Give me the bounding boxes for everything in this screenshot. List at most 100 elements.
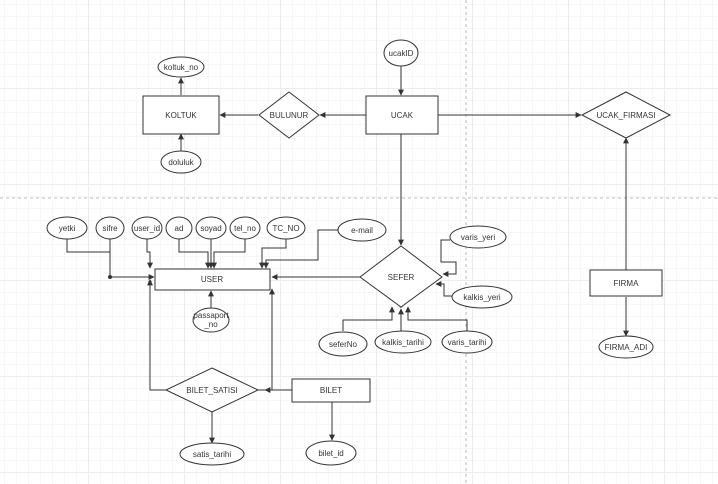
attribute-varis-tarihi-label: varis_tarihi (448, 338, 487, 347)
attribute-email-label: e-mail (351, 226, 373, 235)
attribute-passaport-no-ellipse[interactable] (192, 307, 230, 333)
attribute-varis-yeri[interactable]: varis_yeri (449, 225, 507, 249)
attribute-sefer-no-ellipse[interactable] (318, 331, 368, 357)
relationship-ucak-firmasi-label: UCAK_FIRMASI (596, 111, 655, 120)
attribute-varis-tarihi[interactable]: varis_tarihi (441, 330, 493, 354)
entity-ucak[interactable]: UCAK (365, 95, 439, 135)
edge-email-user (263, 229, 338, 269)
junction-dot (108, 275, 112, 279)
attribute-user-id[interactable]: user_id (131, 216, 163, 240)
attribute-varis-tarihi-ellipse[interactable] (441, 330, 493, 354)
attribute-sefer-no-label: seferNo (329, 340, 358, 349)
attribute-kalkis-tarihi-ellipse[interactable] (374, 330, 432, 354)
entity-bilet-label: BILET (320, 386, 342, 395)
attribute-koltuk-no-ellipse[interactable] (157, 56, 205, 78)
edge-tc-no-user (259, 239, 287, 269)
relationship-bulunur-diamond[interactable] (258, 91, 320, 139)
attribute-email[interactable]: e-mail (337, 218, 387, 242)
attribute-ucakid[interactable]: ucakID (383, 39, 419, 67)
entity-bilet-box[interactable] (291, 378, 371, 403)
attribute-tc-no[interactable]: TC_NO (266, 216, 306, 240)
relationship-sefer-label: SEFER (388, 273, 415, 282)
attribute-varis-yeri-ellipse[interactable] (449, 225, 507, 249)
attribute-kalkis-tarihi[interactable]: kalkis_tarihi (374, 330, 432, 354)
edge-ad-user (178, 239, 211, 269)
attribute-satis-tarihi-ellipse[interactable] (179, 442, 245, 466)
entity-firma-label: FIRMA (614, 279, 640, 288)
attribute-sefer-no[interactable]: seferNo (318, 331, 368, 357)
attribute-ucakid-ellipse[interactable] (383, 39, 419, 67)
relationship-bulunur[interactable]: BULUNUR (258, 91, 320, 139)
attribute-tc-no-ellipse[interactable] (266, 216, 306, 240)
relationship-sefer-diamond[interactable] (359, 245, 443, 308)
edge-varis-tarihi-sefer (405, 306, 468, 332)
attribute-soyad-ellipse[interactable] (195, 216, 227, 240)
attribute-varis-yeri-label: varis_yeri (461, 233, 495, 242)
attribute-firma-adi[interactable]: FIRMA_ADI (598, 335, 654, 359)
entity-koltuk[interactable]: KOLTUK (142, 95, 220, 135)
edge-seferno-sefer (342, 306, 395, 331)
attribute-user-id-ellipse[interactable] (131, 216, 163, 240)
attribute-doluluk[interactable]: doluluk (160, 150, 202, 174)
attribute-yetki-label: yetki (59, 224, 76, 233)
attribute-tc-no-label: TC_NO (272, 224, 299, 233)
attribute-sifre[interactable]: sifre (95, 216, 125, 240)
attribute-sifre-label: sifre (102, 224, 118, 233)
entity-bilet[interactable]: BILET (291, 378, 371, 403)
entity-user-label: USER (201, 275, 223, 284)
attribute-doluluk-label: doluluk (168, 158, 194, 167)
attribute-bilet-id[interactable]: bilet_id (305, 440, 357, 466)
attribute-firma-adi-ellipse[interactable] (598, 335, 654, 359)
attribute-tel-no[interactable]: tel_no (229, 216, 261, 240)
attribute-kalkis-yeri-ellipse[interactable] (451, 285, 513, 309)
edge-bilet-satisi-user-right (258, 288, 275, 391)
attribute-koltuk-no[interactable]: koltuk_no (157, 56, 205, 78)
attribute-bilet-id-label: bilet_id (318, 449, 343, 458)
junction-dot (148, 280, 152, 284)
attribute-tel-no-label: tel_no (234, 224, 256, 233)
entity-ucak-box[interactable] (365, 95, 439, 135)
attribute-sifre-ellipse[interactable] (95, 216, 125, 240)
relationship-bilet-satisi[interactable]: BILET_SATISI (164, 367, 260, 413)
attribute-satis-tarihi-label: satis_tarihi (193, 450, 231, 459)
attribute-ad-ellipse[interactable] (165, 216, 193, 240)
entity-firma[interactable]: FIRMA (589, 269, 663, 297)
attribute-kalkis-yeri-label: kalkis_yeri (463, 293, 501, 302)
relationship-bilet-satisi-label: BILET_SATISI (186, 386, 237, 395)
edge-yetki-user (66, 239, 111, 277)
attribute-passaport-no-label-line2: _no (203, 320, 218, 329)
attribute-yetki[interactable]: yetki (46, 216, 88, 240)
relationship-bilet-satisi-diamond[interactable] (164, 367, 260, 413)
attribute-passaport-no[interactable]: passaport _no (192, 307, 230, 333)
attribute-kalkis-tarihi-label: kalkis_tarihi (382, 338, 424, 347)
relationship-sefer[interactable]: SEFER (359, 245, 443, 308)
attribute-ad-label: ad (175, 224, 184, 233)
entity-user-box[interactable] (154, 268, 271, 291)
edge-bilet-satisi-user-left (147, 279, 166, 391)
attribute-doluluk-ellipse[interactable] (160, 150, 202, 174)
attribute-email-ellipse[interactable] (337, 218, 387, 242)
attribute-koltuk-no-label: koltuk_no (164, 63, 199, 72)
edges (66, 66, 629, 444)
attribute-firma-adi-label: FIRMA_ADI (605, 343, 648, 352)
attribute-user-id-label: user_id (134, 224, 160, 233)
entity-koltuk-label: KOLTUK (165, 111, 197, 120)
edge-varis-yeri-sefer (440, 239, 457, 277)
entity-user[interactable]: USER (154, 268, 271, 291)
attribute-soyad-label: soyad (200, 224, 221, 233)
attribute-tel-no-ellipse[interactable] (229, 216, 261, 240)
relationship-ucak-firmasi[interactable]: UCAK_FIRMASI (580, 91, 672, 139)
entity-koltuk-box[interactable] (142, 95, 220, 135)
attribute-yetki-ellipse[interactable] (46, 216, 88, 240)
attribute-passaport-no-label-line1: passaport (193, 311, 229, 320)
edge-tel-no-user (211, 239, 246, 269)
attribute-soyad[interactable]: soyad (195, 216, 227, 240)
attribute-satis-tarihi[interactable]: satis_tarihi (179, 442, 245, 466)
entity-firma-box[interactable] (589, 269, 663, 297)
attribute-kalkis-yeri[interactable]: kalkis_yeri (451, 285, 513, 309)
relationship-ucak-firmasi-diamond[interactable] (580, 91, 672, 139)
attribute-ad[interactable]: ad (165, 216, 193, 240)
attribute-bilet-id-ellipse[interactable] (305, 440, 357, 466)
entity-ucak-label: UCAK (391, 111, 414, 120)
